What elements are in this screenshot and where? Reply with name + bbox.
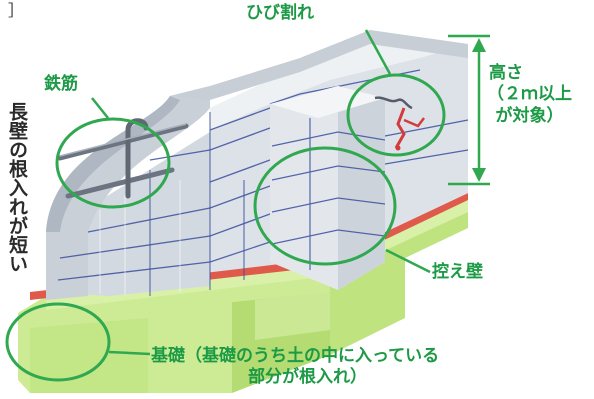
buttress — [270, 86, 386, 290]
height-label: 高さ （２ｍ以上 が対象） — [487, 63, 572, 127]
height-label-line3: が対象） — [495, 105, 564, 126]
callout-circles — [5, 73, 446, 382]
crack-label: ひび割れ — [246, 3, 314, 23]
foundation-label-line1: 基礎（基礎のうち土の中に入っている — [151, 346, 440, 366]
height-arrow — [448, 34, 490, 186]
leader-lines — [91, 29, 431, 356]
height-label-line2: （２ｍ以上 — [487, 84, 572, 105]
height-label-line1: 高さ — [489, 63, 523, 83]
crack-mark — [374, 96, 425, 151]
foundation-label: 基礎（基礎のうち土の中に入っている 部分が根入れ） — [151, 346, 439, 389]
edge-bracket: ］ — [7, 1, 24, 20]
buttress-label: 控え壁 — [432, 262, 483, 282]
rebar-label: 鉄筋 — [44, 74, 78, 94]
edge-vertical-text: 長壁の根入れが短い — [6, 101, 28, 273]
foundation-label-line2: 部分が根入れ） — [248, 367, 367, 388]
